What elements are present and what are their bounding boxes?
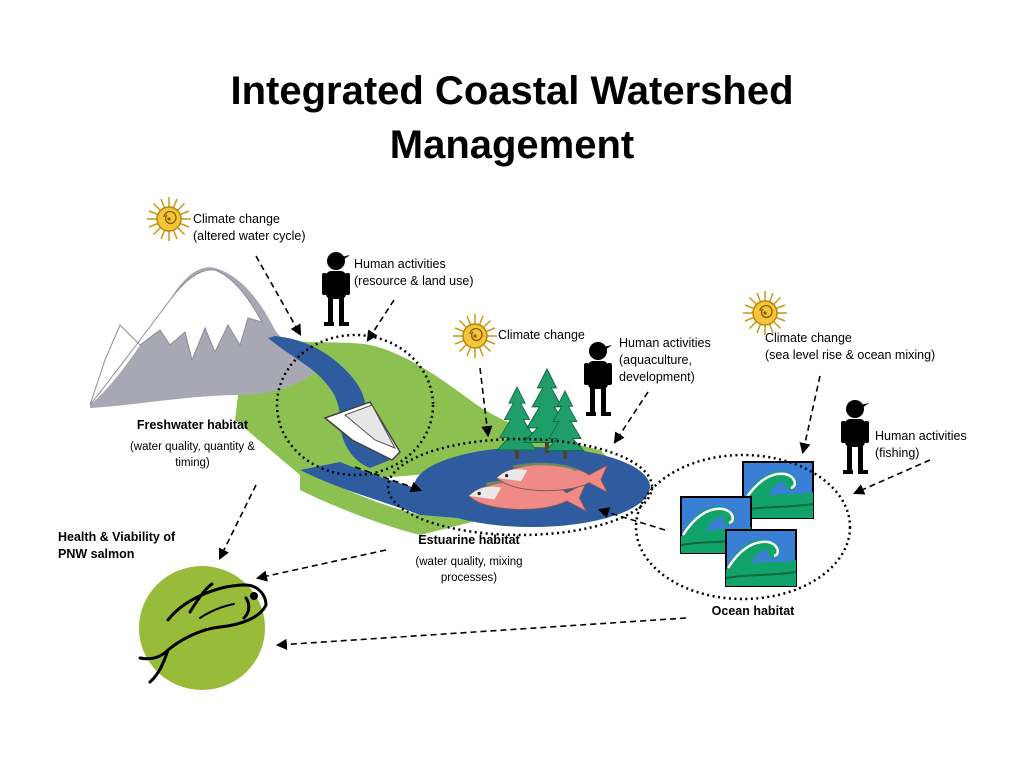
wave-icon [679, 460, 815, 588]
sun-icon [742, 290, 788, 336]
label-line: timing) [175, 457, 210, 469]
label-line: Health & Viability of [58, 530, 176, 544]
green-land-2 [300, 470, 480, 535]
label-climate-sea: Climate change (sea level rise & ocean m… [765, 330, 935, 364]
label-line: (sea level rise & ocean mixing) [765, 348, 936, 362]
sun-icon [452, 313, 498, 359]
label-line: (fishing) [875, 446, 920, 460]
person-icon [841, 400, 869, 474]
label-climate-estuary: Climate change [498, 327, 585, 344]
arrow-climate-to-freshwater [255, 255, 302, 336]
label-human-resource: Human activities (resource & land use) [354, 256, 474, 290]
label-line: Climate change [193, 212, 280, 226]
arrow-human-to-estuary [613, 391, 649, 444]
arrow-estuary-to-salmon [255, 549, 387, 582]
label-line: Climate change [765, 331, 852, 345]
title-line-2: Management [389, 123, 635, 167]
person-icon [322, 252, 350, 326]
title-line-1: Integrated Coastal Watershed [230, 69, 794, 113]
label-human-fishing: Human activities (fishing) [875, 428, 967, 462]
person-icon [584, 342, 612, 416]
fish-icon [138, 582, 268, 684]
label-line: Human activities [875, 429, 967, 443]
label-estuarine-habitat: Estuarine habitat (water quality, mixing… [390, 532, 548, 586]
label-line: (altered water cycle) [193, 229, 306, 243]
label-line: (water quality, quantity & [129, 441, 256, 453]
salmon-outcome-circle [139, 566, 265, 690]
mountain [90, 267, 315, 408]
sun-icon [146, 196, 192, 242]
label-line: PNW salmon [58, 547, 135, 561]
estuarine-habitat-circle [386, 437, 654, 537]
page-title: Integrated Coastal Watershed Management [0, 64, 1024, 172]
ocean-habitat-circle [634, 453, 852, 601]
mountain-snow [89, 269, 264, 406]
label-line: Climate change [498, 328, 585, 342]
label-ocean-habitat: Ocean habitat [690, 603, 816, 620]
label-line: development) [619, 370, 695, 384]
label-climate-water-cycle: Climate change (altered water cycle) [193, 211, 306, 245]
habitat-title: Freshwater habitat [136, 418, 249, 432]
dam-icon [323, 401, 401, 461]
arrow-freshwater-to-salmon [218, 484, 257, 561]
label-line: (resource & land use) [354, 274, 474, 288]
arrow-climate-to-estuary [479, 367, 493, 438]
label-line: Human activities [354, 257, 446, 271]
label-human-aquaculture: Human activities (aquaculture, developme… [619, 335, 711, 386]
freshwater-habitat-circle [275, 333, 435, 477]
habitat-title: Estuarine habitat [418, 533, 520, 547]
label-line: processes) [440, 572, 498, 584]
arrow-human-to-freshwater [366, 299, 395, 342]
arrow-ocean-to-estuary [597, 507, 666, 531]
label-salmon-health: Health & Viability of PNW salmon [58, 529, 175, 563]
arrow-human-to-ocean [852, 459, 931, 495]
arrow-ocean-to-salmon [275, 617, 687, 650]
habitat-title: Ocean habitat [711, 604, 795, 618]
arrow-freshwater-to-estuary [354, 466, 423, 493]
label-line: (water quality, mixing [415, 556, 523, 568]
label-freshwater-habitat: Freshwater habitat (water quality, quant… [110, 417, 275, 471]
arrow-climate-to-ocean [799, 375, 821, 455]
label-line: Human activities [619, 336, 711, 350]
label-line: (aquaculture, [619, 353, 692, 367]
